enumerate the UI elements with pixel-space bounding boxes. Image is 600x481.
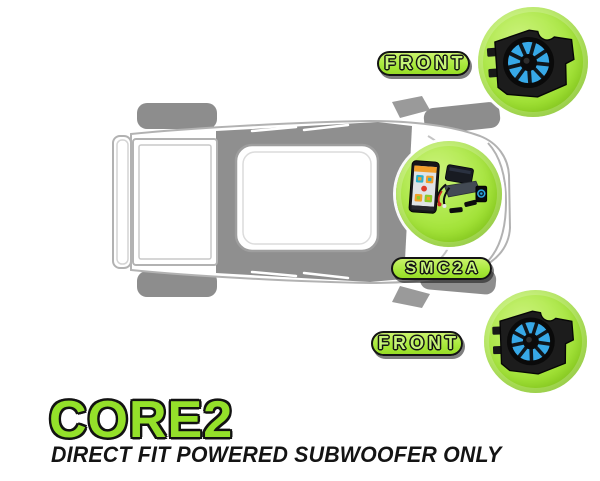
phone-app-icon <box>409 160 441 215</box>
front-speaker-callout-bottom <box>484 290 587 393</box>
product-logo: CORE2 <box>49 391 234 449</box>
mirror-icon <box>392 286 430 308</box>
smc2a-badge: SMC2A <box>391 257 492 280</box>
front-bottom-badge-label: FRONT <box>378 333 460 353</box>
amplifier-icon <box>445 164 475 185</box>
smc2a-amplifier-kit-icon <box>409 160 488 215</box>
front-top-badge-label: FRONT <box>384 53 467 73</box>
smc2a-kit-callout <box>396 141 502 247</box>
subwoofer-speaker-icon <box>492 310 575 375</box>
bass-remote-icon <box>475 186 488 203</box>
front-speaker-callout-top <box>478 7 588 117</box>
subwoofer-speaker-icon <box>486 29 575 98</box>
front-bottom-badge: FRONT <box>371 331 463 356</box>
product-tagline: DIRECT FIT POWERED SUBWOOFER ONLY <box>51 442 502 467</box>
mirror-icon <box>392 96 430 118</box>
front-top-badge: FRONT <box>377 51 470 76</box>
smc2a-badge-label: SMC2A <box>405 259 482 277</box>
